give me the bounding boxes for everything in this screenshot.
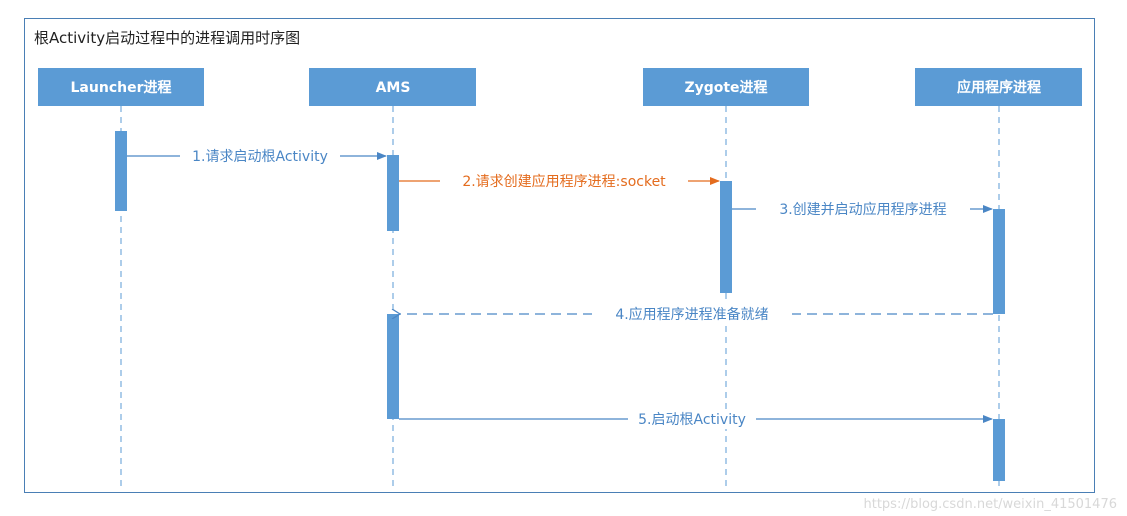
participant-launcher: Launcher进程 <box>38 68 204 106</box>
activation-ams-1 <box>387 155 399 231</box>
participant-ams-label: AMS <box>376 80 411 96</box>
activation-app-2 <box>993 419 1005 481</box>
participant-ams: AMS <box>309 68 476 106</box>
message-5-label: 5.启动根Activity <box>638 412 746 428</box>
participant-launcher-label: Launcher进程 <box>71 80 172 96</box>
message-3-label: 3.创建并启动应用程序进程 <box>779 201 946 218</box>
participant-app-label: 应用程序进程 <box>957 79 1041 96</box>
participant-zygote: Zygote进程 <box>643 68 809 106</box>
activation-app-1 <box>993 209 1005 314</box>
message-1: 1.请求启动根Activity <box>127 146 387 166</box>
message-2-label: 2.请求创建应用程序进程:socket <box>462 173 666 190</box>
message-1-label: 1.请求启动根Activity <box>192 149 328 165</box>
message-4-label: 4.应用程序进程准备就绪 <box>615 306 768 323</box>
activation-ams-2 <box>387 314 399 419</box>
diagram-frame <box>24 18 1095 493</box>
message-4: 4.应用程序进程准备就绪 <box>400 304 993 324</box>
participant-app: 应用程序进程 <box>915 68 1082 106</box>
diagram-title: 根Activity启动过程中的进程调用时序图 <box>34 29 301 47</box>
participant-zygote-label: Zygote进程 <box>684 80 767 96</box>
message-5: 5.启动根Activity <box>399 409 993 429</box>
watermark: https://blog.csdn.net/weixin_41501476 <box>863 497 1117 512</box>
message-2: 2.请求创建应用程序进程:socket <box>399 171 720 191</box>
activation-launcher <box>115 131 127 211</box>
message-3: 3.创建并启动应用程序进程 <box>732 199 993 219</box>
activation-zygote <box>720 181 732 293</box>
